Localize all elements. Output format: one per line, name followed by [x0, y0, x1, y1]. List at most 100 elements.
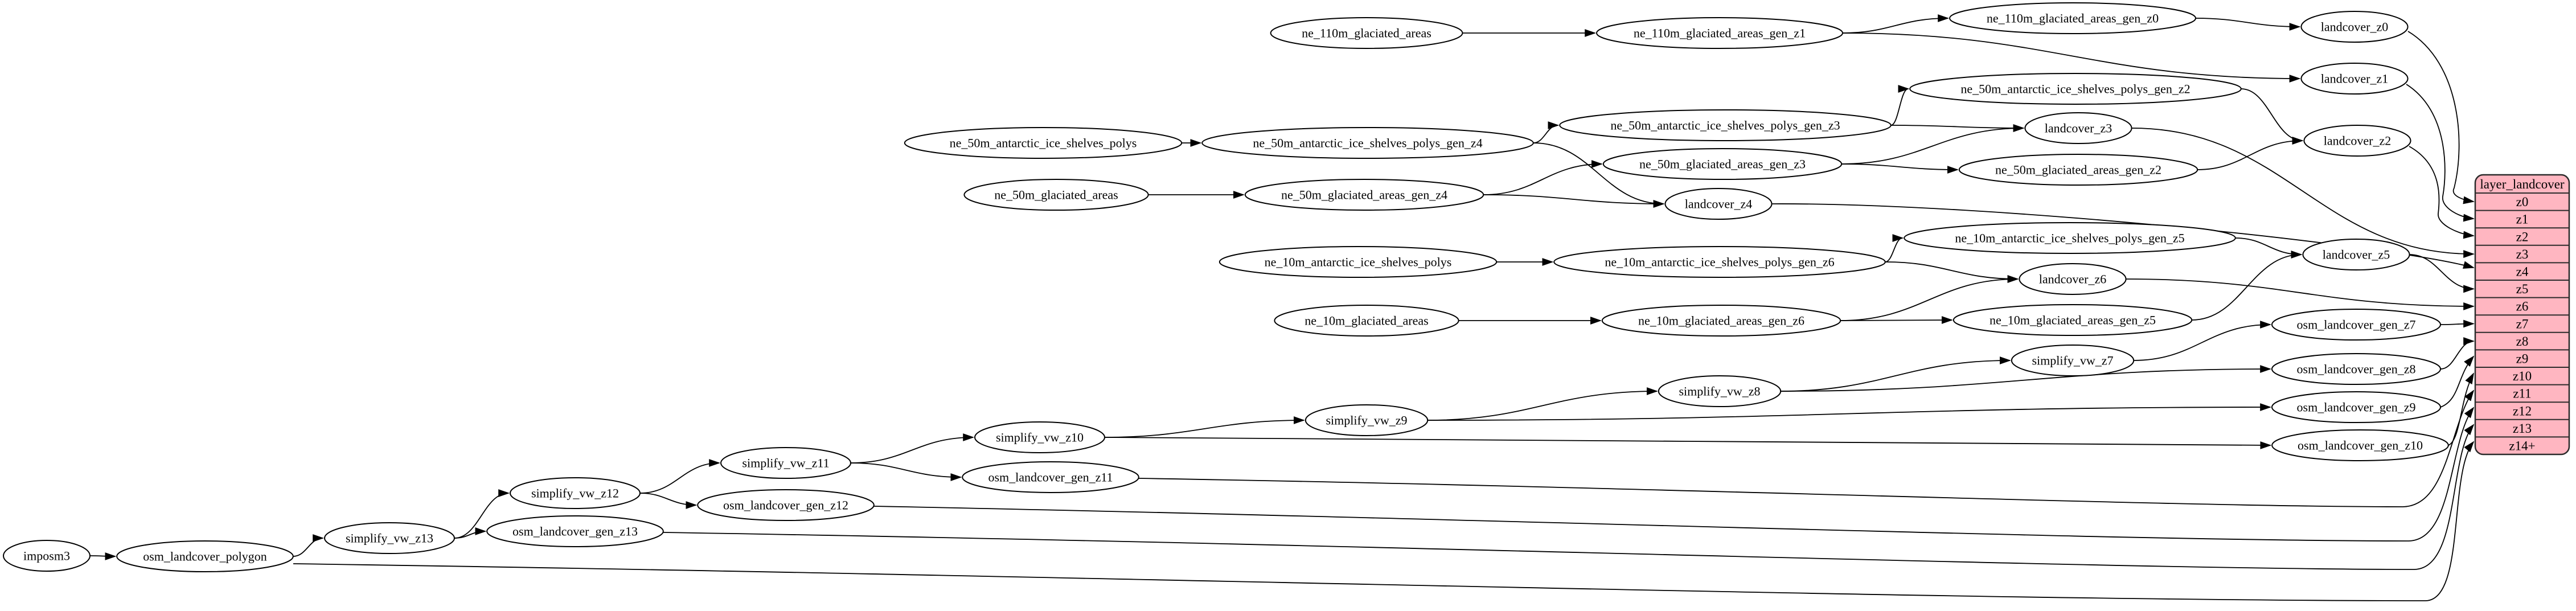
- node-ellipse-ne_50m_glaciated_areas_gen_z3: [1602, 148, 1843, 180]
- table-row-z14+: z14+: [2509, 439, 2535, 453]
- edge-osm_landcover_gen_z13-to-z13: [663, 424, 2475, 570]
- table-row-z3: z3: [2516, 247, 2529, 261]
- table-row-z0: z0: [2516, 195, 2529, 209]
- edge-ne_10m_antarctic_ice_shelves_polys_gen_z6-to-ne_10m_antarctic_ice_shelves_polys_gen_z5: [1885, 234, 1904, 263]
- node-ellipse-ne_10m_antarctic_ice_shelves_polys: [1219, 246, 1498, 278]
- edge-simplify_vw_z13-to-simplify_vw_z12: [454, 489, 510, 539]
- node-landcover_z6: landcover_z6: [2019, 263, 2127, 295]
- node-landcover_z0: landcover_z0: [2300, 11, 2409, 43]
- edge-landcover_z2-to-z2: [2409, 146, 2475, 239]
- node-ellipse-ne_10m_antarctic_ice_shelves_polys_gen_z5: [1904, 222, 2236, 254]
- edge-ne_50m_antarctic_ice_shelves_polys_gen_z3-to-landcover_z3: [1890, 124, 2025, 132]
- node-osm_landcover_gen_z10: osm_landcover_gen_z10: [2271, 429, 2449, 461]
- node-ne_10m_glaciated_areas_gen_z6: ne_10m_glaciated_areas_gen_z6: [1601, 305, 1841, 337]
- table-row-z4: z4: [2516, 265, 2529, 279]
- node-label-ne_110m_glaciated_areas: ne_110m_glaciated_areas: [1302, 26, 1431, 40]
- edge-ne_50m_glaciated_areas_gen_z4-to-landcover_z4: [1483, 194, 1665, 208]
- node-ellipse-landcover_z6: [2019, 263, 2127, 295]
- node-simplify_vw_z7: simplify_vw_z7: [2011, 345, 2135, 376]
- node-osm_landcover_gen_z12: osm_landcover_gen_z12: [697, 489, 875, 521]
- node-ne_50m_antarctic_ice_shelves_polys_gen_z4: ne_50m_antarctic_ice_shelves_polys_gen_z…: [1201, 127, 1534, 159]
- node-ne_50m_glaciated_areas_gen_z2: ne_50m_glaciated_areas_gen_z2: [1958, 154, 2198, 186]
- node-ellipse-simplify_vw_z7: [2011, 345, 2135, 376]
- node-ellipse-simplify_vw_z12: [510, 477, 641, 509]
- node-simplify_vw_z8: simplify_vw_z8: [1658, 375, 1782, 407]
- node-label-ne_10m_glaciated_areas: ne_10m_glaciated_areas: [1305, 313, 1428, 327]
- node-label-ne_110m_glaciated_areas_gen_z1: ne_110m_glaciated_areas_gen_z1: [1634, 26, 1806, 40]
- node-label-simplify_vw_z13: simplify_vw_z13: [346, 531, 433, 545]
- edge-ne_10m_glaciated_areas_gen_z6-to-landcover_z6: [1840, 275, 2019, 321]
- edge-osm_landcover_gen_z11-to-z11: [1138, 389, 2475, 507]
- table-row-z2: z2: [2516, 229, 2529, 244]
- node-ellipse-ne_10m_antarctic_ice_shelves_polys_gen_z6: [1553, 246, 1886, 278]
- node-ellipse-simplify_vw_z10: [974, 421, 1105, 453]
- node-label-ne_10m_glaciated_areas_gen_z6: ne_10m_glaciated_areas_gen_z6: [1638, 313, 1804, 327]
- node-label-landcover_z0: landcover_z0: [2321, 19, 2389, 34]
- table-layer: layer_landcoverz0z1z2z3z4z5z6z7z8z9z10z1…: [2474, 174, 2570, 456]
- edge-simplify_vw_z12-to-simplify_vw_z11: [639, 459, 720, 494]
- node-ne_50m_antarctic_ice_shelves_polys_gen_z3: ne_50m_antarctic_ice_shelves_polys_gen_z…: [1559, 109, 1892, 141]
- node-osm_landcover_gen_z11: osm_landcover_gen_z11: [962, 461, 1139, 493]
- node-simplify_vw_z12: simplify_vw_z12: [510, 477, 641, 509]
- node-label-ne_10m_antarctic_ice_shelves_polys_gen_z6: ne_10m_antarctic_ice_shelves_polys_gen_z…: [1605, 255, 1834, 269]
- node-label-simplify_vw_z12: simplify_vw_z12: [531, 486, 619, 500]
- node-osm_landcover_gen_z13: osm_landcover_gen_z13: [486, 515, 664, 547]
- node-ellipse-ne_110m_glaciated_areas_gen_z0: [1949, 2, 2196, 34]
- edge-osm_landcover_gen_z12-to-z12: [873, 407, 2475, 542]
- table-row-z9: z9: [2516, 352, 2529, 366]
- edge-osm_landcover_gen_z8-to-z8: [2440, 337, 2475, 370]
- node-landcover_z5: landcover_z5: [2302, 239, 2410, 270]
- node-ellipse-simplify_vw_z13: [324, 522, 455, 554]
- table-row-z10: z10: [2513, 369, 2532, 383]
- node-label-landcover_z2: landcover_z2: [2324, 133, 2392, 147]
- node-ellipse-ne_50m_glaciated_areas: [963, 179, 1149, 211]
- node-landcover_z1: landcover_z1: [2300, 63, 2409, 95]
- node-landcover_z2: landcover_z2: [2303, 125, 2411, 157]
- node-label-ne_50m_glaciated_areas: ne_50m_glaciated_areas: [994, 187, 1118, 202]
- table-row-z1: z1: [2516, 212, 2529, 227]
- edge-ne_10m_glaciated_areas_gen_z5-to-landcover_z5: [2192, 251, 2303, 321]
- node-label-simplify_vw_z11: simplify_vw_z11: [742, 456, 829, 470]
- edge-landcover_z3-to-z3: [2131, 128, 2475, 259]
- edge-simplify_vw_z13-to-osm_landcover_gen_z13: [454, 527, 487, 539]
- edge-simplify_vw_z11-to-osm_landcover_gen_z11: [850, 462, 962, 481]
- edge-ne_50m_glaciated_areas_gen_z4-to-ne_50m_glaciated_areas_gen_z3: [1483, 160, 1603, 195]
- node-label-landcover_z3: landcover_z3: [2045, 121, 2113, 135]
- edge-landcover_z0-to-z0: [2407, 31, 2475, 204]
- node-landcover_z4: landcover_z4: [1664, 188, 1773, 220]
- edge-osm_landcover_gen_z9-to-z9: [2440, 355, 2475, 408]
- node-osm_landcover_polygon: osm_landcover_polygon: [116, 540, 294, 572]
- node-ne_50m_antarctic_ice_shelves_polys: ne_50m_antarctic_ice_shelves_polys: [904, 127, 1183, 159]
- node-ellipse-ne_10m_glaciated_areas: [1274, 305, 1459, 337]
- node-imposm3: imposm3: [3, 540, 91, 572]
- edge-landcover_z1-to-z1: [2406, 84, 2475, 222]
- table-title: layer_landcover: [2480, 177, 2564, 191]
- node-ellipse-landcover_z0: [2300, 11, 2409, 43]
- node-ellipse-landcover_z4: [1664, 188, 1773, 220]
- node-ne_110m_glaciated_areas: ne_110m_glaciated_areas: [1270, 17, 1463, 49]
- node-ellipse-simplify_vw_z9: [1305, 404, 1429, 436]
- node-label-ne_110m_glaciated_areas_gen_z0: ne_110m_glaciated_areas_gen_z0: [1987, 11, 2159, 25]
- edge-osm_landcover_polygon-to-simplify_vw_z13: [293, 534, 324, 557]
- node-label-ne_50m_antarctic_ice_shelves_polys: ne_50m_antarctic_ice_shelves_polys: [950, 136, 1137, 150]
- node-label-osm_landcover_gen_z7: osm_landcover_gen_z7: [2297, 317, 2416, 331]
- node-ne_50m_antarctic_ice_shelves_polys_gen_z2: ne_50m_antarctic_ice_shelves_polys_gen_z…: [1909, 73, 2242, 105]
- edge-osm_landcover_polygon-to-z14+: [293, 441, 2475, 601]
- node-ellipse-osm_landcover_gen_z7: [2271, 309, 2441, 341]
- edge-ne_50m_antarctic_ice_shelves_polys_gen_z3-to-ne_50m_antarctic_ice_shelves_polys_gen_z2: [1890, 85, 1910, 126]
- node-label-ne_50m_antarctic_ice_shelves_polys_gen_z4: ne_50m_antarctic_ice_shelves_polys_gen_z…: [1253, 136, 1482, 150]
- node-ellipse-ne_50m_antarctic_ice_shelves_polys_gen_z2: [1909, 73, 2242, 105]
- edge-osm_landcover_gen_z10-to-z10: [2448, 372, 2474, 446]
- node-ellipse-osm_landcover_gen_z12: [697, 489, 875, 521]
- node-simplify_vw_z11: simplify_vw_z11: [720, 447, 851, 479]
- edge-simplify_vw_z10-to-simplify_vw_z9: [1104, 416, 1305, 438]
- node-label-simplify_vw_z7: simplify_vw_z7: [2032, 353, 2114, 367]
- node-ne_10m_antarctic_ice_shelves_polys_gen_z5: ne_10m_antarctic_ice_shelves_polys_gen_z…: [1904, 222, 2236, 254]
- node-ellipse-ne_10m_glaciated_areas_gen_z6: [1601, 305, 1841, 337]
- node-ellipse-landcover_z5: [2302, 239, 2410, 270]
- node-label-osm_landcover_gen_z11: osm_landcover_gen_z11: [988, 470, 1113, 484]
- table-row-z7: z7: [2516, 317, 2529, 331]
- edge-simplify_vw_z7-to-osm_landcover_gen_z7: [2134, 321, 2271, 361]
- nodes-layer: imposm3 osm_landcover_polygon simplify_vw_…: [3, 2, 2449, 572]
